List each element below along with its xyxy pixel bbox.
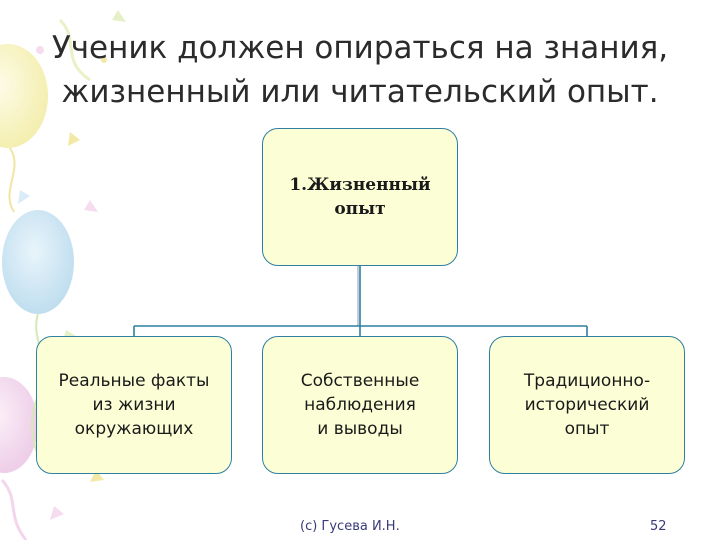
diagram-child-node-own-observations: Собственные наблюдения и выводы bbox=[262, 336, 458, 474]
footer-author: (c) Гусева И.Н. bbox=[300, 519, 400, 534]
diagram-root-node: 1.Жизненный опыт bbox=[262, 128, 458, 266]
child-node-line: Реальные факты bbox=[58, 371, 210, 391]
page-number: 52 bbox=[650, 519, 667, 534]
child-node-line: Традиционно- bbox=[523, 371, 651, 391]
child-node-line: наблюдения bbox=[304, 395, 416, 415]
slide-title-line-1: Ученик должен опираться на знания, bbox=[51, 30, 669, 66]
root-node-line-1: 1.Жизненный bbox=[289, 175, 431, 195]
diagram-child-node-real-facts: Реальные факты из жизни окружающих bbox=[36, 336, 232, 474]
child-node-line: опыт bbox=[564, 419, 610, 439]
child-node-line: исторический bbox=[524, 395, 650, 415]
child-node-line: из жизни bbox=[92, 395, 176, 415]
root-node-line-2: опыт bbox=[334, 199, 386, 219]
child-node-line: Собственные bbox=[300, 371, 420, 391]
diagram-child-node-traditional-historical: Традиционно- исторический опыт bbox=[489, 336, 685, 474]
child-node-line: и выводы bbox=[317, 419, 403, 439]
child-node-line: окружающих bbox=[74, 419, 194, 439]
slide-title: Ученик должен опираться на знания, жизне… bbox=[30, 26, 690, 114]
slide-title-line-2: жизненный или читательский опыт. bbox=[61, 74, 659, 110]
